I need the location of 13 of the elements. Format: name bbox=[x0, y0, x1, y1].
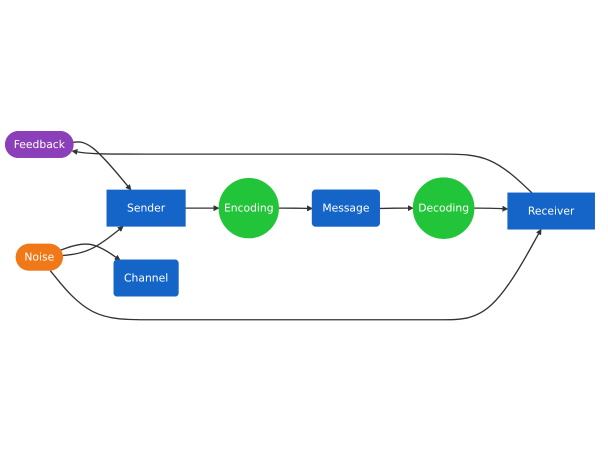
arrow bbox=[62, 226, 124, 256]
arrow bbox=[474, 206, 508, 212]
arrow bbox=[380, 205, 414, 212]
node-box: Sender bbox=[106, 190, 186, 227]
arrow bbox=[60, 243, 120, 260]
arrow bbox=[50, 228, 542, 320]
node-circle: Encoding bbox=[218, 178, 279, 238]
node-circle: Decoding bbox=[412, 177, 474, 239]
arrow bbox=[185, 205, 220, 212]
arrow bbox=[72, 148, 532, 194]
arrow bbox=[73, 141, 132, 190]
node-box: Receiver bbox=[507, 192, 595, 230]
arrow bbox=[278, 205, 313, 212]
